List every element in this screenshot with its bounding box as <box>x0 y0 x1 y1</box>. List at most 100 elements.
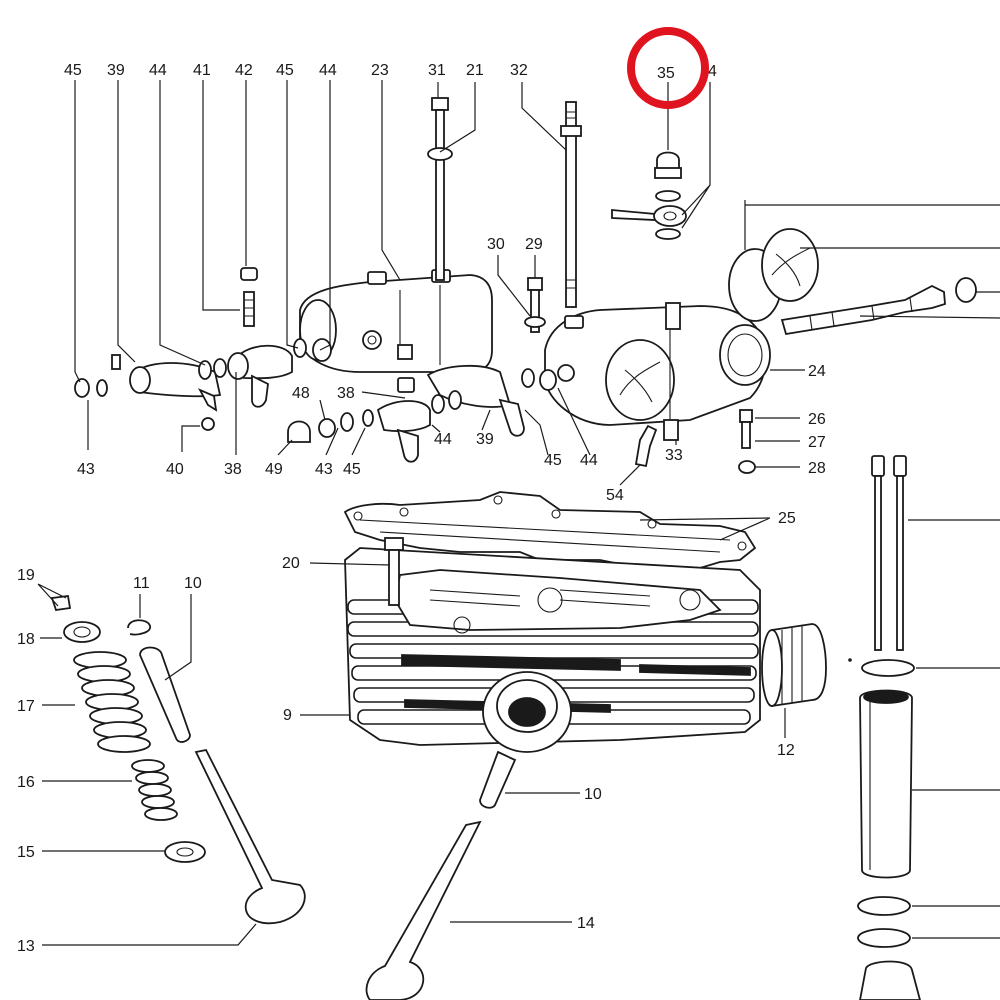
label-43: 43 <box>315 461 333 478</box>
circlip-11 <box>127 619 151 636</box>
locknut-42 <box>240 267 258 281</box>
label-21: 21 <box>466 62 484 79</box>
exhaust-adaptor-12 <box>761 623 827 708</box>
label-44: 44 <box>580 452 598 469</box>
washer-35b <box>655 228 681 240</box>
circlip-45a <box>96 379 108 397</box>
bolt-31 <box>427 97 453 281</box>
washer-44e <box>448 390 462 410</box>
cap-nut-49 <box>287 420 311 443</box>
valve-14 <box>365 820 482 1000</box>
label-43: 43 <box>77 461 95 478</box>
label-45: 45 <box>64 62 82 79</box>
tube-base <box>859 960 921 1000</box>
inspection-cap <box>761 228 819 302</box>
label-31: 31 <box>428 62 446 79</box>
cylinder-head-9 <box>344 547 761 753</box>
label-26: 26 <box>808 411 826 428</box>
callout-labels: 45 39 44 41 42 45 44 23 31 21 32 35 4 30… <box>17 62 826 955</box>
label-40: 40 <box>166 461 184 478</box>
outer-spring-17 <box>73 651 151 753</box>
label-12: 12 <box>777 742 795 759</box>
part-drawings <box>50 97 977 1000</box>
leader-lines <box>37 80 1000 946</box>
valve-guide-10-upper <box>139 646 191 743</box>
pushrods <box>871 455 907 651</box>
spring-cap-18 <box>63 621 101 643</box>
label-41: 41 <box>193 62 211 79</box>
stud-20 <box>384 537 404 606</box>
label-39: 39 <box>476 431 494 448</box>
pin-40 <box>201 417 215 431</box>
label-38: 38 <box>337 385 355 402</box>
label-15: 15 <box>17 844 35 861</box>
circlip-45d <box>521 368 535 388</box>
cap-nut-35 <box>654 151 682 179</box>
rocker-box-left <box>299 269 493 373</box>
spring-seat-15 <box>164 841 206 863</box>
bolt-29 <box>524 277 546 333</box>
label-45: 45 <box>544 452 562 469</box>
label-4: 4 <box>708 63 717 80</box>
label-49: 49 <box>265 461 283 478</box>
label-23: 23 <box>371 62 389 79</box>
label-16: 16 <box>17 774 35 791</box>
dot-mark <box>848 658 852 662</box>
rocker-spindle <box>780 284 946 336</box>
seal-ring-top <box>861 659 915 677</box>
circlip-45c <box>362 409 374 427</box>
label-44: 44 <box>319 62 337 79</box>
washer-35a <box>655 190 681 202</box>
label-39: 39 <box>107 62 125 79</box>
bolt-26-27 <box>739 409 753 449</box>
washer-43b <box>340 412 354 432</box>
washer-48 <box>318 418 336 438</box>
label-45: 45 <box>343 461 361 478</box>
clip-54 <box>634 424 658 468</box>
label-44: 44 <box>149 62 167 79</box>
label-42: 42 <box>235 62 253 79</box>
label-28: 28 <box>808 460 826 477</box>
gasket-25 <box>343 491 757 569</box>
rocker-box-right <box>544 302 771 426</box>
washer-28 <box>738 460 756 474</box>
label-20: 20 <box>282 555 300 572</box>
rocker-arm-right-a <box>376 400 431 463</box>
label-13: 13 <box>17 938 35 955</box>
label-33: 33 <box>665 447 683 464</box>
label-25: 25 <box>778 510 796 527</box>
label-44: 44 <box>434 431 452 448</box>
label-35: 35 <box>657 65 675 82</box>
highlight-circle-35 <box>627 27 709 109</box>
washer-43a <box>74 378 90 398</box>
label-9: 9 <box>283 707 292 724</box>
label-54: 54 <box>606 487 624 504</box>
adjuster-41 <box>243 291 255 327</box>
washer-44b <box>213 358 227 378</box>
valve-13 <box>194 748 306 925</box>
washer-44c <box>312 338 332 362</box>
label-48: 48 <box>292 385 310 402</box>
banjo-union-4 <box>611 205 687 227</box>
pushrod-tube <box>859 689 913 879</box>
washer-44f <box>539 369 557 391</box>
label-32: 32 <box>510 62 528 79</box>
label-19: 19 <box>17 567 35 584</box>
washer-44d <box>431 394 445 414</box>
label-38: 38 <box>224 461 242 478</box>
inner-spring-16 <box>131 759 178 821</box>
circlip-45b <box>293 338 307 358</box>
valve-guide-10-lower <box>479 750 517 809</box>
washer-44a <box>198 360 212 380</box>
label-45: 45 <box>276 62 294 79</box>
item-38-block <box>397 377 415 393</box>
label-27: 27 <box>808 434 826 451</box>
label-18: 18 <box>17 631 35 648</box>
label-17: 17 <box>17 698 35 715</box>
label-30: 30 <box>487 236 505 253</box>
seal-ring-low <box>857 928 911 948</box>
stud-32 <box>560 101 582 308</box>
label-10: 10 <box>184 575 202 592</box>
label-11: 11 <box>133 575 150 592</box>
